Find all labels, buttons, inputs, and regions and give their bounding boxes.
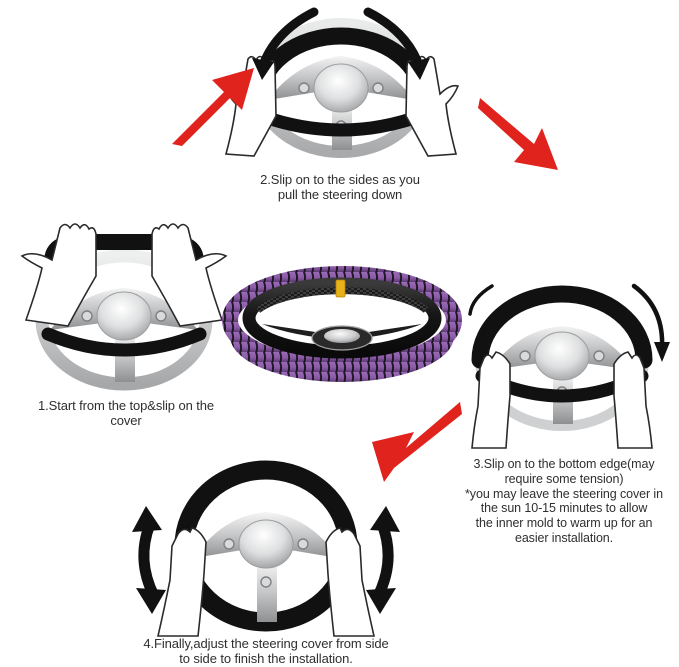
step-3-caption-line-4: the sun 10-15 minutes to allow [480,501,648,516]
red-arrow-down-left-svg [372,402,462,482]
step-3-caption-line-5: the inner mold to warm up for an [475,516,653,530]
step-1-caption: 1.Start from the top&slip on the cover [8,398,244,429]
hand-left [156,527,207,637]
step-4-caption: 4.Finally,adjust the steering cover from… [118,636,414,667]
step-4-caption-line-1: 4.Finally,adjust the steering cover from… [143,636,389,651]
adjust-arrow-left [132,506,166,614]
step-1-caption-line-2: cover [110,413,142,429]
step-4-svg [132,460,400,637]
pull-down-arrow-right [363,7,430,80]
product-steering-wheel-cover [222,262,462,400]
hand-right [405,55,460,157]
pull-down-arrow-left [252,7,319,80]
step-2-caption-line-2: pull the steering down [277,187,403,203]
step-3-illustration [458,256,678,452]
step-2-caption: 2.Slip on to the sides as you pull the s… [205,172,475,203]
hand-left [20,223,97,327]
hand-left [471,351,511,449]
cover-top-arc [471,285,653,369]
flow-arrow-step1-to-step2 [168,58,264,148]
center-marker-yellow [335,279,346,298]
step-3-svg [468,283,670,449]
step-3-caption: 3.Slip on to the bottom edge(may require… [448,457,679,546]
step-3-caption-line-1: 3.Slip on to the bottom edge(may [473,457,655,471]
cover-lower-band [255,109,427,137]
step-1-svg [20,223,228,391]
step-1-caption-line-1: 1.Start from the top&slip on the [37,398,214,413]
hand-right [325,527,376,637]
step-3-caption-line-2: require some tension) [504,471,624,486]
cover-lower-band [41,327,207,357]
flow-arrow-step3-to-step4 [368,398,462,484]
cover-outer-ring [222,266,462,374]
hand-right [151,223,228,327]
step-2-caption-line-1: 2.Slip on to the sides as you [260,172,420,187]
step-4-caption-line-2: to side to finish the installation. [179,651,353,667]
hand-right [613,351,653,449]
product-svg [222,266,462,382]
red-arrow-up-right-svg [172,68,254,146]
step-4-illustration [128,450,404,637]
stretch-arrow-left [468,284,494,316]
step-1-illustration [8,216,240,396]
cover-top-piece [86,234,162,250]
step-2-illustration [196,4,486,164]
red-arrow-down-right-svg [478,98,558,170]
adjust-arrow-right [366,506,400,614]
step-2-svg [222,7,460,158]
flow-arrow-step2-to-step3 [478,92,570,178]
stretch-arrow-right [631,283,670,362]
step-3-caption-line-3: *you may leave the steering cover in [465,486,663,501]
step-3-caption-line-6: easier installation. [514,530,614,545]
